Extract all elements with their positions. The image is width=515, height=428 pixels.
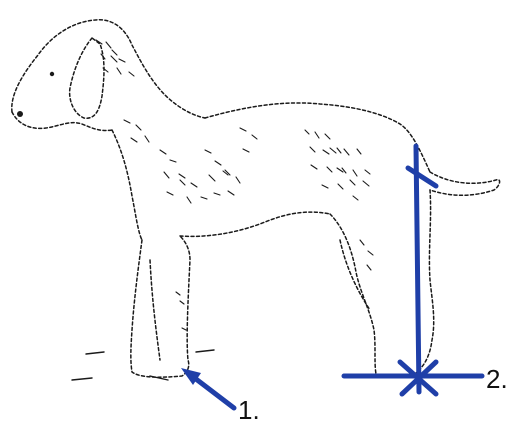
dog-ear bbox=[70, 38, 104, 118]
dog-hind-leg-inner bbox=[340, 240, 370, 310]
annotation-2-vertical-line bbox=[416, 146, 419, 392]
dog-tail bbox=[430, 172, 500, 195]
dog-head-outline bbox=[12, 20, 205, 118]
annotation-1-label: 1. bbox=[238, 395, 260, 425]
annotation-1: 1. bbox=[181, 368, 260, 425]
annotation-2-top-tick bbox=[408, 168, 436, 186]
annotation-1-arrow-shaft bbox=[192, 376, 234, 408]
dog-chest bbox=[112, 130, 142, 240]
dog-eye bbox=[50, 72, 54, 76]
annotation-2-label: 2. bbox=[486, 364, 508, 394]
dog-front-leg-far bbox=[150, 260, 160, 360]
dog-belly bbox=[180, 212, 330, 236]
dog-coat-texture bbox=[96, 40, 373, 330]
dog-sketch bbox=[12, 20, 500, 380]
dog-front-leg-near bbox=[131, 236, 190, 377]
dog-back-line bbox=[205, 103, 430, 172]
dog-muzzle-underline bbox=[12, 112, 112, 131]
dog-nose bbox=[17, 111, 23, 117]
dog-hind-leg-near bbox=[330, 214, 412, 377]
